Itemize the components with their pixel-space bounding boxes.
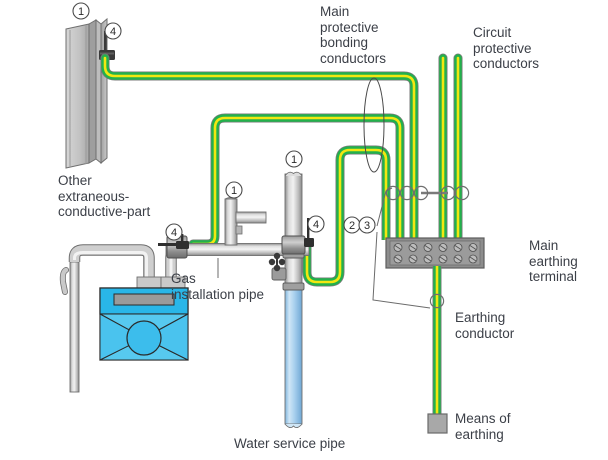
callout-1-water-pipe: 1 bbox=[285, 150, 303, 168]
label-circuit-protective-conductors: Circuit protective conductors bbox=[473, 25, 540, 71]
gas-meter bbox=[99, 276, 189, 361]
svg-text:4: 4 bbox=[110, 26, 116, 38]
label-main-earthing-terminal: Main earthing terminal bbox=[529, 238, 578, 284]
gas-pipe-earth-clamp bbox=[158, 234, 189, 259]
earthing-conductor-run bbox=[429, 266, 445, 418]
label-gas-installation-pipe: Gas installation pipe bbox=[171, 271, 265, 302]
svg-text:4: 4 bbox=[171, 227, 177, 239]
label-water-service-pipe: Water service pipe bbox=[234, 436, 346, 451]
means-of-earthing-block bbox=[427, 413, 448, 434]
main-earthing-terminal-block[interactable] bbox=[385, 237, 485, 269]
svg-text:1: 1 bbox=[231, 185, 237, 197]
label-other-extraneous-conductive-part: Other extraneous- conductive-part bbox=[58, 173, 151, 219]
water-pipe-earth-clamp bbox=[281, 218, 314, 255]
water-service-pipe bbox=[268, 171, 305, 429]
svg-text:2: 2 bbox=[349, 220, 355, 232]
earthing-conductor-junction bbox=[429, 293, 445, 309]
svg-text:1: 1 bbox=[291, 154, 297, 166]
callout-4-water-clamp: 4 bbox=[307, 215, 325, 233]
conductor-junction-markers bbox=[385, 185, 470, 201]
steel-beam-extraneous-conductive-part bbox=[65, 17, 108, 169]
conductor-tails-into-terminal bbox=[381, 193, 419, 240]
label-main-protective-bonding-conductors: Main protective bonding conductors bbox=[320, 4, 387, 66]
label-earthing-conductor: Earthing conductor bbox=[455, 310, 515, 341]
callout-1-gas-pipe: 1 bbox=[225, 181, 243, 199]
svg-text:3: 3 bbox=[364, 220, 370, 232]
bonding-conductor-from-beam bbox=[100, 53, 419, 201]
callout-1-steel-beam: 1 bbox=[72, 2, 90, 20]
label-means-of-earthing: Means of earthing bbox=[455, 411, 511, 442]
callout-4-gas-clamp: 4 bbox=[165, 223, 183, 241]
callout-3-earthing: 3 bbox=[358, 216, 376, 234]
svg-text:4: 4 bbox=[313, 219, 319, 231]
conductor-group-ellipse bbox=[363, 77, 385, 173]
bonding-conductor-from-water-pipe bbox=[302, 145, 391, 287]
callout-badges: 1 4 1 4 1 4 2 3 bbox=[72, 2, 376, 241]
callout-leader-lines bbox=[372, 187, 431, 309]
svg-text:1: 1 bbox=[78, 6, 84, 18]
bonding-conductor-from-gas-pipe bbox=[188, 113, 405, 249]
callout-4-beam-clamp: 4 bbox=[104, 22, 122, 40]
water-stop-valve bbox=[268, 252, 287, 281]
callout-2-earthing: 2 bbox=[343, 216, 361, 234]
